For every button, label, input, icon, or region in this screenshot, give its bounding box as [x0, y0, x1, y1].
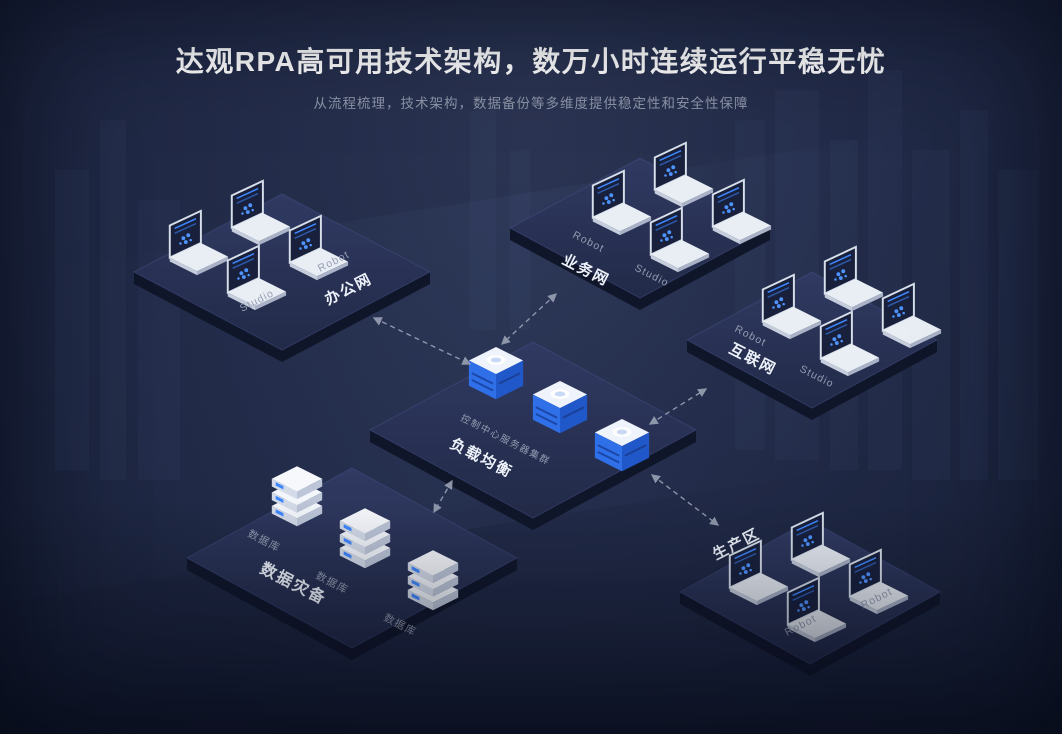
platform-load-balancer: 控制中心服务器集群 负载均衡: [368, 341, 698, 530]
database-icon: [407, 550, 459, 611]
arrow-business-loadbalancer: [500, 293, 558, 345]
database-icon: [271, 466, 323, 527]
platform-disaster-recovery: 数据库 数据库 数据库 数据灾备: [185, 466, 519, 660]
arrow-production-loadbalancer: [650, 474, 720, 526]
city-skyline-decoration: [55, 70, 1038, 480]
arrow-internet-loadbalancer: [648, 388, 708, 425]
platform-internet: Robot Studio 互联网: [685, 245, 943, 420]
connectors: [372, 293, 720, 526]
page-subtitle: 从流程梳理，技术架构，数据备份等多维度提供稳定性和安全性保障: [313, 96, 749, 111]
platform-production-zone: Robot Robot 生产区: [678, 511, 942, 676]
platform-business-network: Robot Studio 业务网: [508, 141, 773, 310]
platform-office-network: Studio Robot 办公网: [132, 179, 432, 362]
arrow-office-loadbalancer: [372, 317, 472, 365]
page-title: 达观RPA高可用技术架构，数万小时连续运行平稳无忧: [175, 46, 887, 77]
arrow-disaster-recovery-loadbalancer: [433, 479, 453, 514]
database-icon: [339, 508, 391, 569]
